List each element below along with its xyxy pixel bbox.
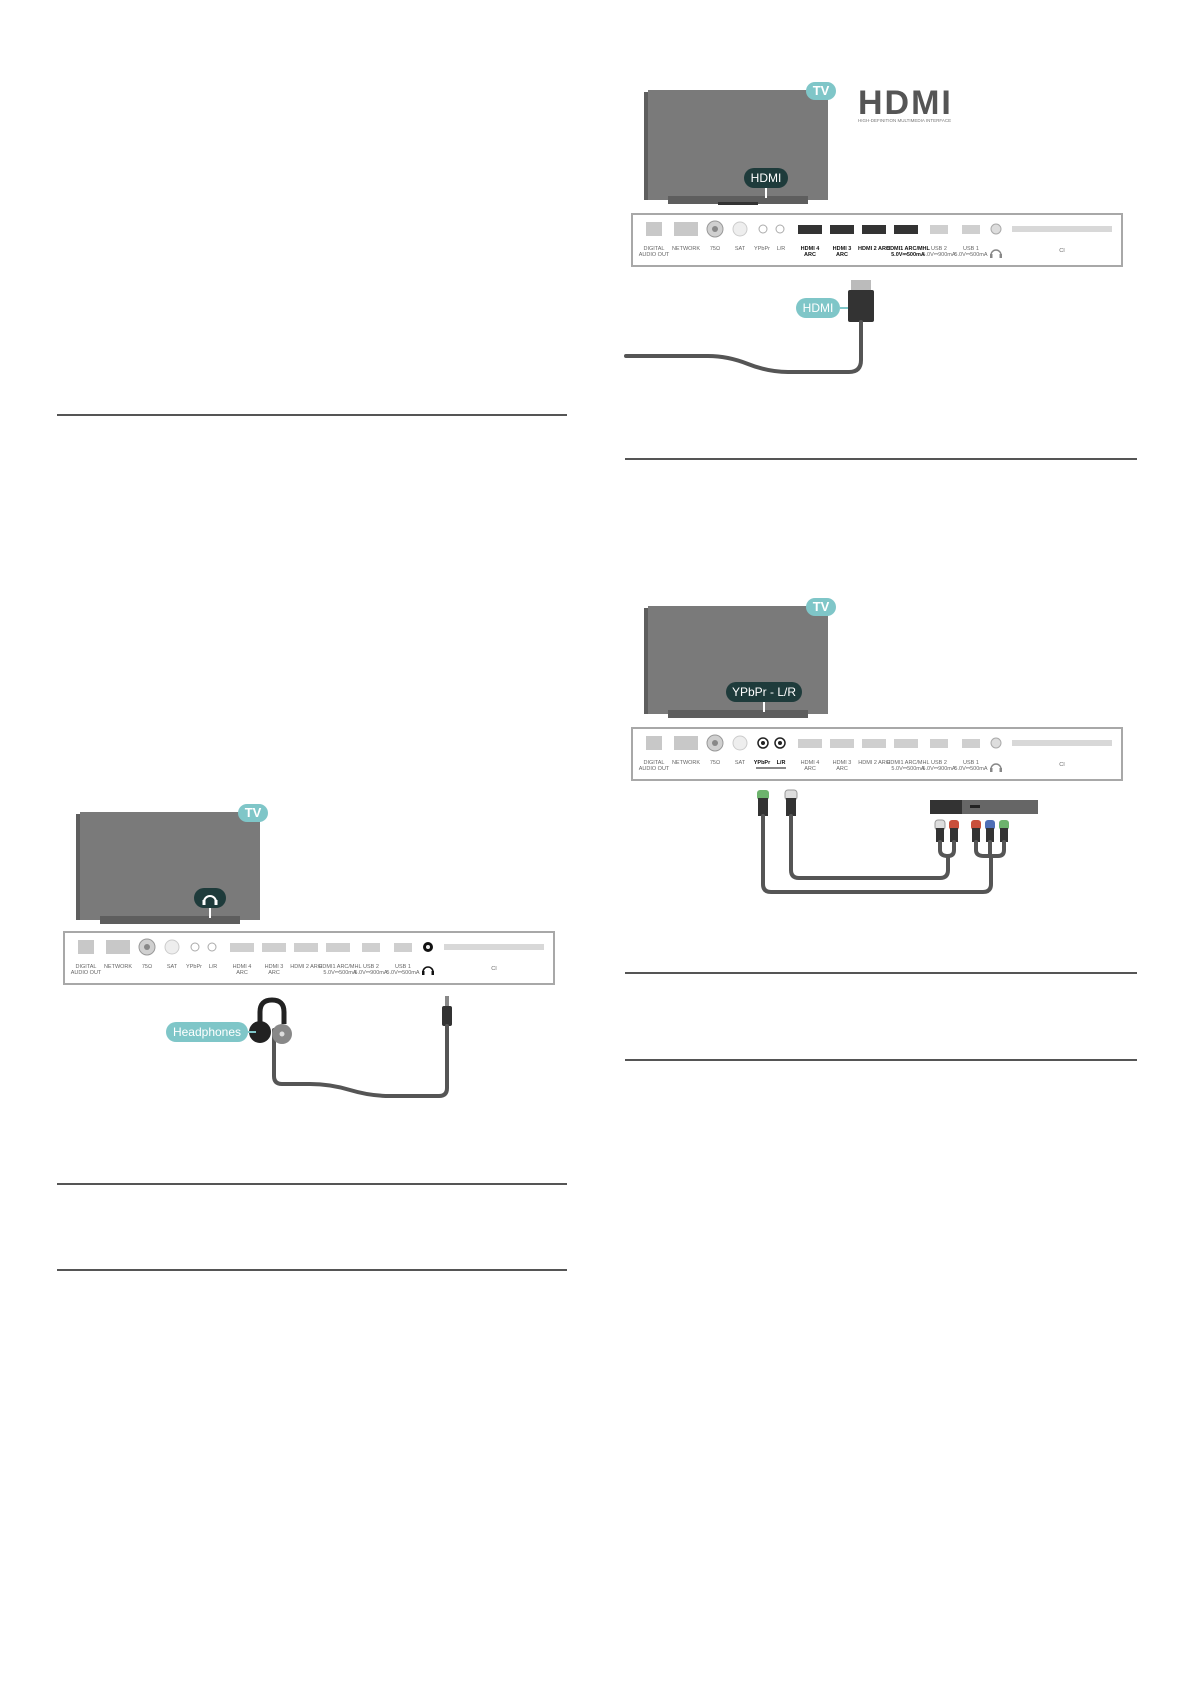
port-usb2-2: 5.0V⎓900mA <box>922 252 955 258</box>
tv-ypbpr-label: YPbPr - L/R <box>726 682 802 712</box>
port-digital-audio-out-2: AUDIO OUT <box>71 970 102 976</box>
port-ypbpr: YPbPr <box>754 246 770 252</box>
port-digital-audio-out: DIGITAL <box>76 964 97 970</box>
connector-panel: DIGITAL AUDIO OUT NETWORK 75Ω SAT YPbPr … <box>631 213 1123 267</box>
port-hdmi1: HDMI1 ARC/MHL <box>886 246 930 252</box>
port-hdmi1-2: 5.0V⎓500mA <box>891 766 924 772</box>
hdmi-connection-figure: TV HDMI HDMI HIGH-DEFINITION MULTIMEDIA … <box>624 78 1128 378</box>
port-hdmi4-2: ARC <box>804 766 816 772</box>
section-divider <box>625 972 1137 974</box>
port-lr: L/R <box>777 760 786 766</box>
headphone-port-icon <box>990 249 1002 258</box>
section-divider <box>625 1059 1137 1061</box>
port-sat: SAT <box>167 964 178 970</box>
port-hdmi3-2: ARC <box>836 766 848 772</box>
headphones-connection-figure: TV <box>60 800 570 1100</box>
port-usb2: USB 2 <box>931 246 947 252</box>
port-network: NETWORK <box>672 760 700 766</box>
tv-badge: TV <box>806 82 836 100</box>
port-digital-audio-out: DIGITAL <box>644 760 665 766</box>
port-hdmi4-2: ARC <box>236 970 248 976</box>
tv-headphones-label <box>194 888 226 918</box>
port-hdmi2: HDMI 2 ARC <box>290 964 322 970</box>
headphone-port-icon <box>422 966 434 975</box>
port-digital-audio-out-2: AUDIO OUT <box>639 252 670 258</box>
port-usb1-2: 5.0V⎓500mA <box>954 252 987 258</box>
rca-plugs-device-side <box>934 819 1009 842</box>
headphones-icon <box>202 895 218 905</box>
section-divider <box>57 1183 567 1185</box>
rca-plugs-tv-side <box>757 789 798 816</box>
section-divider <box>57 1269 567 1271</box>
port-antenna: 75Ω <box>142 964 152 970</box>
external-device <box>930 800 1038 814</box>
port-lr: L/R <box>209 964 218 970</box>
port-usb1: USB 1 <box>963 246 979 252</box>
port-hdmi1-2: 5.0V⎓500mA <box>891 252 925 258</box>
headphone-port-icon <box>990 763 1002 772</box>
port-hdmi3: HDMI 3 <box>265 964 284 970</box>
port-sat: SAT <box>735 760 746 766</box>
tv-badge-text: TV <box>813 599 830 614</box>
port-hdmi1-2: 5.0V⎓500mA <box>323 970 356 976</box>
headphone-jack-plug <box>442 996 452 1026</box>
tv-badge-text: TV <box>813 83 830 98</box>
port-hdmi3-2: ARC <box>836 252 848 258</box>
hdmi-logo: HDMI HIGH-DEFINITION MULTIMEDIA INTERFAC… <box>858 84 953 123</box>
section-divider <box>57 414 567 416</box>
hdmi-logo-sub: HIGH-DEFINITION MULTIMEDIA INTERFACE <box>858 118 951 123</box>
port-network: NETWORK <box>104 964 132 970</box>
headphones-cable-label: Headphones <box>166 1022 256 1042</box>
port-antenna: 75Ω <box>710 760 720 766</box>
tv-ypbpr-label-text: YPbPr - L/R <box>732 685 796 699</box>
hdmi-cable-label: HDMI <box>796 298 848 318</box>
port-digital-audio-out-2: AUDIO OUT <box>639 766 670 772</box>
port-hdmi3-2: ARC <box>268 970 280 976</box>
port-antenna: 75Ω <box>710 246 720 252</box>
port-usb2: USB 2 <box>931 760 947 766</box>
port-usb2-2: 5.0V⎓900mA <box>922 766 955 772</box>
tv-hdmi-label-text: HDMI <box>751 171 782 185</box>
port-hdmi4: HDMI 4 <box>801 760 820 766</box>
port-ci: CI <box>1059 248 1065 254</box>
port-usb2: USB 2 <box>363 964 379 970</box>
hdmi-cable-label-text: HDMI <box>803 301 834 315</box>
hdmi-logo-word: HDMI <box>858 84 953 122</box>
connector-panel: DIGITAL AUDIO OUT NETWORK 75Ω SAT YPbPr … <box>63 931 555 985</box>
port-hdmi1: HDMI1 ARC/MHL <box>886 760 929 766</box>
section-divider <box>625 458 1137 460</box>
port-ci: CI <box>1059 762 1065 768</box>
tv-badge: TV <box>806 598 836 616</box>
port-hdmi3: HDMI 3 <box>833 246 852 252</box>
tv-badge: TV <box>238 804 268 822</box>
port-usb2-2: 5.0V⎓900mA <box>354 970 387 976</box>
port-hdmi2: HDMI 2 ARC <box>858 246 890 252</box>
port-network: NETWORK <box>672 246 700 252</box>
port-ypbpr: YPbPr <box>754 760 771 766</box>
port-hdmi4: HDMI 4 <box>233 964 252 970</box>
connector-panel: DIGITAL AUDIO OUT NETWORK 75Ω SAT YPbPr … <box>631 727 1123 781</box>
port-hdmi3: HDMI 3 <box>833 760 852 766</box>
headphones-earcup <box>249 997 292 1044</box>
port-ci: CI <box>491 966 497 972</box>
tv-hdmi-label: HDMI <box>744 168 788 198</box>
port-digital-audio-out: DIGITAL <box>644 246 665 252</box>
ypbpr-connection-figure: TV YPbPr - L/R DIGITAL <box>628 594 1128 904</box>
port-usb1-2: 5.0V⎓500mA <box>386 970 419 976</box>
tv-illustration <box>76 812 260 924</box>
port-ypbpr: YPbPr <box>186 964 202 970</box>
hdmi-plug <box>848 280 874 322</box>
port-hdmi2: HDMI 2 ARC <box>858 760 890 766</box>
port-lr: L/R <box>777 246 786 252</box>
port-hdmi4: HDMI 4 <box>801 246 821 252</box>
port-usb1: USB 1 <box>963 760 979 766</box>
headphones-cable-label-text: Headphones <box>173 1025 241 1039</box>
port-hdmi4-2: ARC <box>804 252 816 258</box>
port-sat: SAT <box>735 246 746 252</box>
port-hdmi1: HDMI1 ARC/MHL <box>318 964 361 970</box>
tv-badge-text: TV <box>245 805 262 820</box>
port-usb1: USB 1 <box>395 964 411 970</box>
tv-illustration <box>644 90 828 205</box>
port-usb1-2: 5.0V⎓500mA <box>954 766 987 772</box>
